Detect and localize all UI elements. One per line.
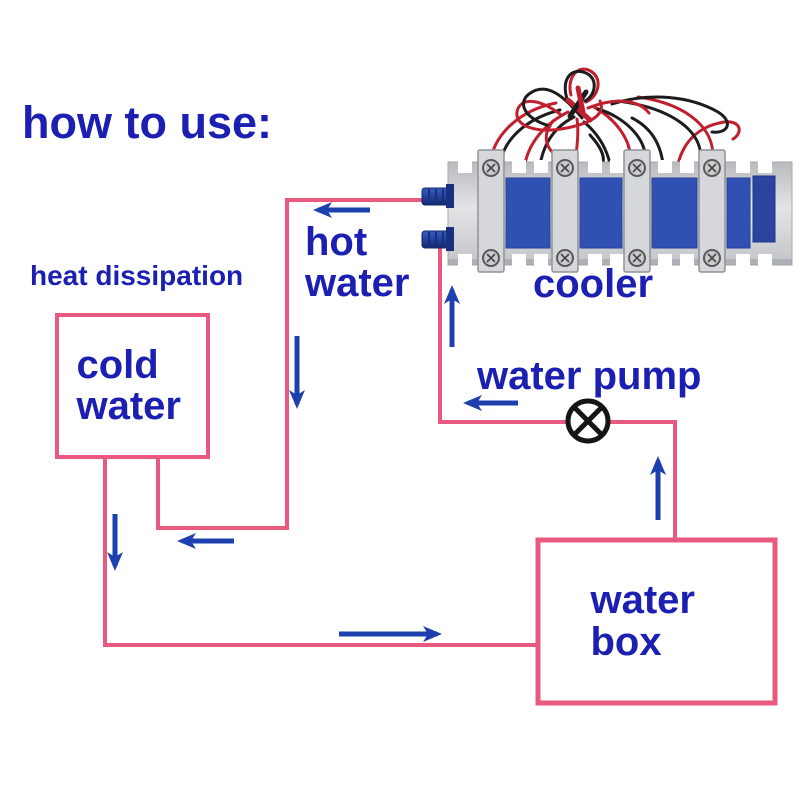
cooler-body xyxy=(421,149,793,273)
heat-dissipation-label: heat dissipation xyxy=(30,260,244,291)
pipe-hot-water-to-radiator xyxy=(156,198,448,530)
pipe-cold-water-to-water-box xyxy=(103,455,536,647)
peltier-cell xyxy=(726,177,751,249)
pipe-water-box-pump-to-cooler xyxy=(438,246,677,538)
water-box-label-container: water box xyxy=(538,540,775,703)
water-inlet-barb xyxy=(421,227,454,251)
mounting-brackets xyxy=(477,149,726,273)
hot-water-label: hot water xyxy=(305,220,410,306)
page-title: how to use: xyxy=(22,97,272,148)
plate-bottom-notches xyxy=(458,254,772,267)
cooler-photo xyxy=(421,67,793,273)
peltier-cell xyxy=(752,175,776,243)
cold-water-box xyxy=(55,313,210,459)
cold-water-box-label-container: cold water xyxy=(57,315,208,457)
plate-top-notches xyxy=(458,160,772,173)
peltier-cell xyxy=(651,177,698,249)
water-pump-label: water pump xyxy=(477,354,702,398)
water-box xyxy=(535,537,778,706)
screws xyxy=(482,159,721,267)
cold-water-label: cold water xyxy=(76,342,182,428)
water-pump-symbol xyxy=(565,398,611,444)
water-box-label: water box xyxy=(590,578,696,664)
cooler-label: cooler xyxy=(533,262,654,306)
hot-water-outlet-barb xyxy=(421,184,454,208)
peltier-cell xyxy=(579,177,623,249)
peltier-cell xyxy=(505,177,551,249)
